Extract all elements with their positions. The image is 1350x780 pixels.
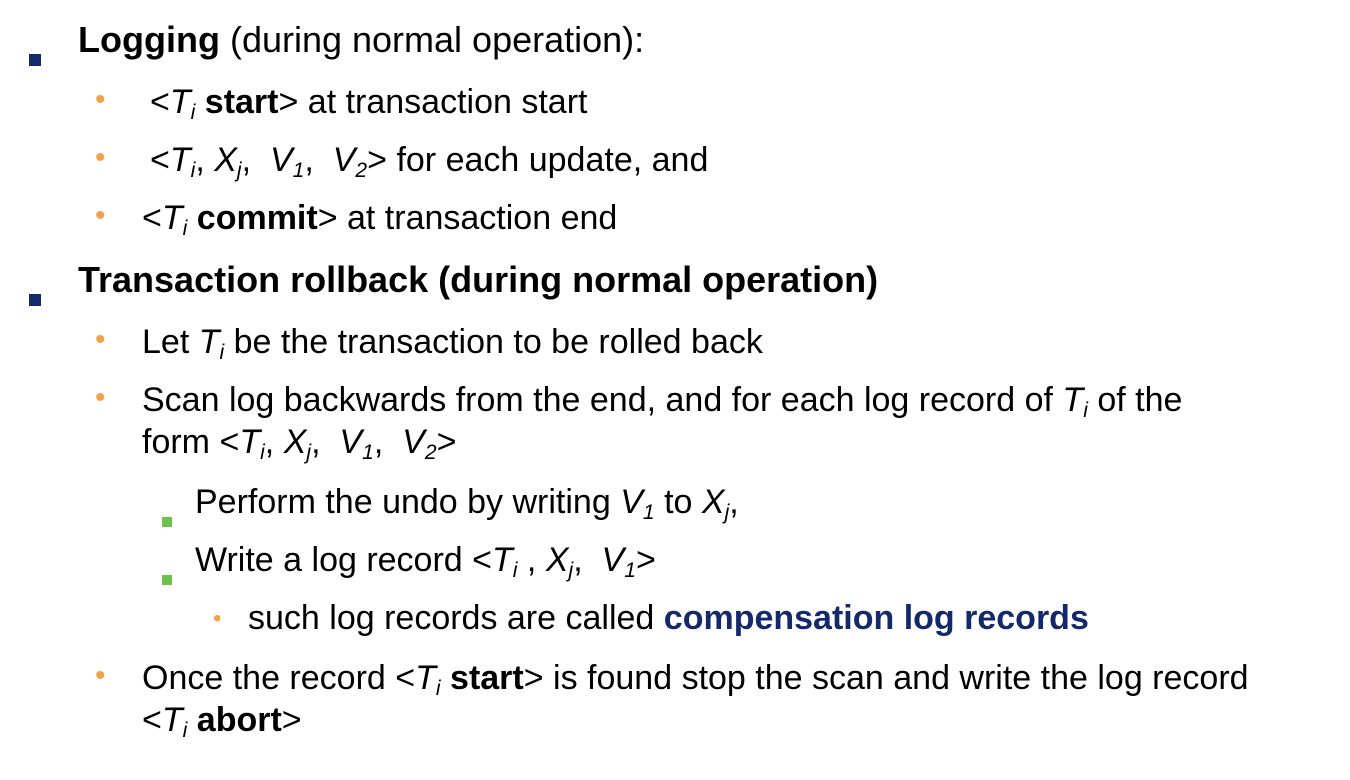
heading-transaction-rollback: Transaction rollback (during normal oper… bbox=[78, 259, 879, 300]
green-square-bullet-icon bbox=[162, 496, 172, 536]
heading-logging: Logging bbox=[78, 19, 220, 60]
dot-bullet-icon: • bbox=[95, 141, 106, 174]
square-bullet-icon bbox=[29, 274, 41, 314]
dot-bullet-icon: • bbox=[95, 659, 106, 692]
dot-bullet-icon: • bbox=[95, 199, 106, 232]
heading-logging-rest: (during normal operation): bbox=[219, 19, 645, 60]
green-square-bullet-icon bbox=[162, 554, 172, 594]
dot-bullet-icon: • bbox=[95, 83, 106, 116]
dot-bullet-icon: • bbox=[213, 605, 222, 632]
dot-bullet-icon: • bbox=[95, 323, 106, 356]
dot-bullet-icon: • bbox=[95, 381, 106, 414]
square-bullet-icon bbox=[29, 34, 41, 74]
compensation-log-records-term: compensation log records bbox=[663, 599, 1089, 637]
